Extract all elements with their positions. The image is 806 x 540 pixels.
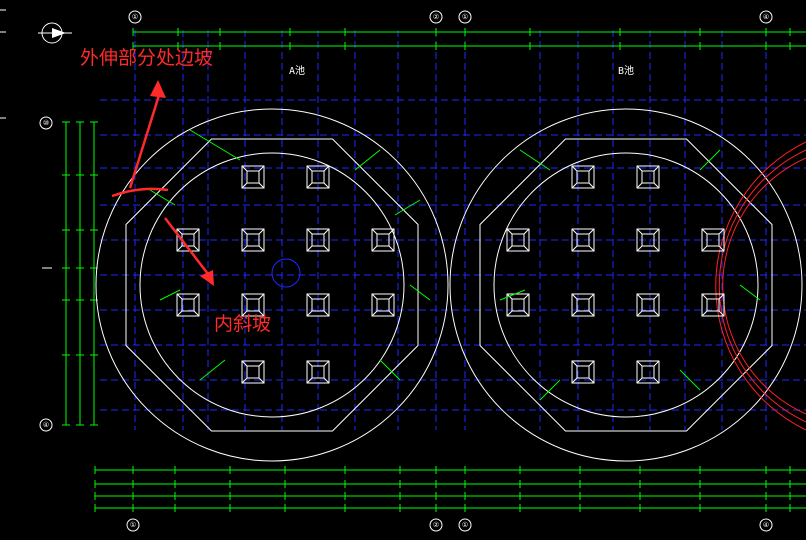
svg-text:④: ④ (763, 13, 769, 21)
svg-text:⑩: ⑩ (43, 119, 49, 127)
svg-text:①: ① (132, 13, 138, 21)
tank-a (95, 108, 449, 462)
tank-b (449, 108, 803, 462)
tank-b-label: B池 (618, 64, 634, 77)
leader-lines (149, 129, 761, 401)
axis-bubbles-left: ⑩ ④ (39, 116, 53, 432)
north-arrow-icon (38, 22, 72, 44)
axis-bubbles-top: ① ② ① ④ (128, 10, 773, 24)
column-pads (176, 165, 725, 384)
dimension-lines (62, 28, 806, 512)
svg-text:②: ② (433, 13, 439, 21)
svg-text:④: ④ (763, 521, 769, 529)
outer-slope-annotation: 外伸部分处边坡 (80, 47, 214, 69)
svg-text:④: ④ (43, 421, 49, 429)
svg-text:①: ① (462, 521, 468, 529)
left-edge-marks (0, 9, 52, 269)
axis-bubbles-bottom: ① ② ① ④ (126, 518, 773, 532)
inner-slope-annotation: 内斜坡 (214, 313, 272, 335)
axis-grid (100, 30, 806, 430)
annotation-arrows (111, 80, 214, 286)
svg-text:②: ② (433, 521, 439, 529)
center-mark (271, 258, 301, 288)
svg-text:①: ① (462, 13, 468, 21)
tank-a-label: A池 (289, 64, 305, 77)
svg-text:①: ① (130, 521, 136, 529)
tank-c-partial (715, 141, 806, 431)
